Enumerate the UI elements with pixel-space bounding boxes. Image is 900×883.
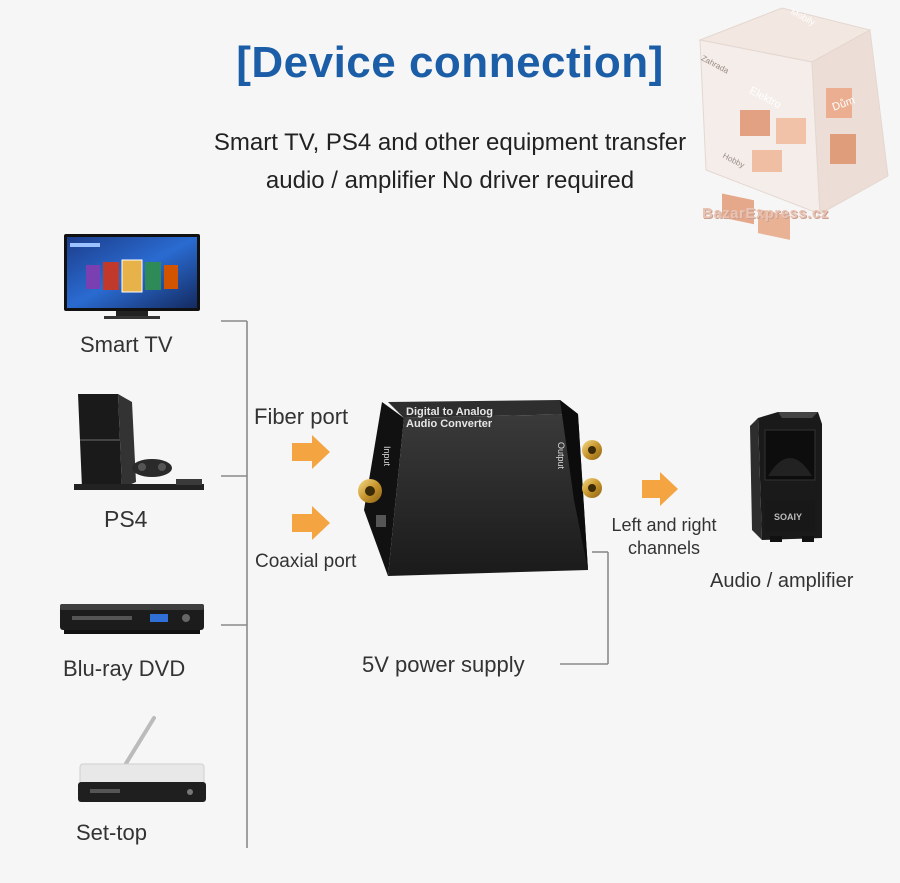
watermark-text: BazarExpress.cz <box>702 205 829 222</box>
page-subtitle: Smart TV, PS4 and other equipment transf… <box>0 124 900 200</box>
arrow-output <box>642 472 678 506</box>
fiber-port-label: Fiber port <box>254 404 349 429</box>
coaxial-port-label: Coaxial port <box>255 551 357 572</box>
source-label-set-top: Set-top <box>76 820 147 845</box>
speaker-brand-label: SOAIY <box>774 512 803 522</box>
power-supply-label: 5V power supply <box>362 652 525 677</box>
converter-face-line-1: Digital to Analog <box>406 406 493 418</box>
bluray-player-icon <box>60 604 204 634</box>
channels-label: Left and right channels <box>600 514 728 560</box>
subtitle-line-2: audio / amplifier No driver required <box>265 167 635 194</box>
source-label-ps4: PS4 <box>104 506 148 532</box>
smart-tv-icon <box>64 234 200 319</box>
subtitle-line-1: Smart TV, PS4 and other equipment transf… <box>213 129 687 156</box>
converter-face-line-2: Audio Converter <box>406 418 493 430</box>
page-title: [Device connection] <box>236 38 664 87</box>
power-bracket <box>560 551 609 665</box>
speaker-icon <box>750 412 822 542</box>
watermark-cube <box>698 7 889 240</box>
arrow-fiber <box>292 435 330 469</box>
amplifier-label: Audio / amplifier <box>710 570 854 592</box>
channels-line-1: Left and right <box>611 515 717 535</box>
arrow-coaxial <box>292 506 330 540</box>
source-label-smart-tv: Smart TV <box>80 332 173 357</box>
converter-face-text: Digital to Analog Audio Converter <box>406 406 493 430</box>
source-bracket <box>221 320 248 848</box>
set-top-box-icon <box>78 716 206 802</box>
converter-input-label: Input <box>382 446 392 467</box>
source-label-bluray: Blu-ray DVD <box>63 656 186 681</box>
ps4-console-icon <box>74 394 204 490</box>
channels-line-2: channels <box>627 538 701 558</box>
converter-output-label: Output <box>556 442 566 470</box>
converter-box-icon <box>358 400 602 576</box>
